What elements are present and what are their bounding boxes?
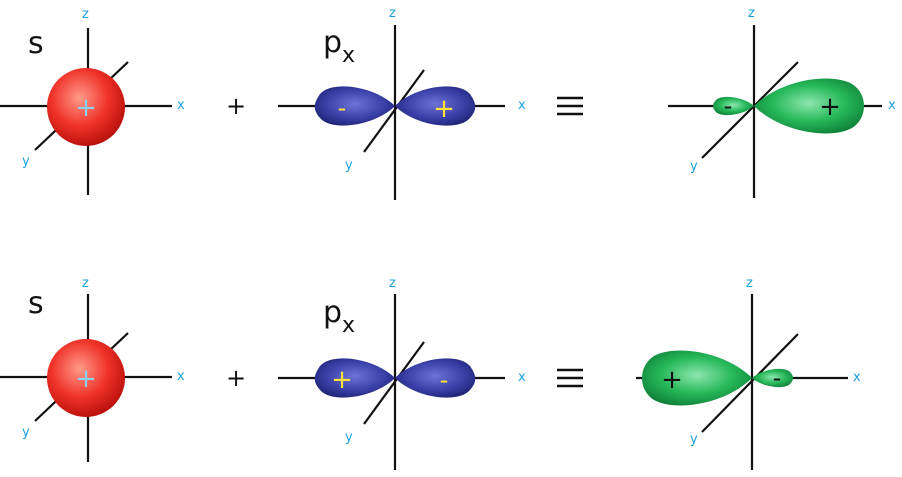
x-axis-label: x (853, 370, 861, 385)
hybrid-large-lobe (642, 350, 752, 406)
z-axis-label: z (389, 6, 396, 21)
p-orbital-group: px - + z x y (278, 6, 526, 200)
s-orbital-label: s (28, 26, 44, 61)
y-axis (701, 333, 799, 433)
p-orbital-left-lobe (314, 358, 395, 398)
x-axis-label: x (177, 369, 185, 384)
y-axis-label: y (345, 158, 353, 173)
p-left-sign: - (338, 94, 347, 122)
equivalence-sign (557, 368, 583, 388)
s-orbital-label: s (28, 286, 44, 321)
plus-sign: + (226, 364, 246, 392)
y-axis-label: y (22, 154, 30, 169)
x-axis-label: x (518, 370, 526, 385)
y-axis-label: y (690, 159, 698, 174)
hybrid-large-sign: + (661, 365, 683, 395)
x-axis-label: x (888, 98, 896, 113)
hybrid-large-sign: + (819, 92, 841, 122)
hybrid-small-sign: - (773, 364, 782, 392)
s-sign: + (75, 364, 97, 394)
sp-hybrid-orbital-group: - + z x y (668, 6, 896, 198)
p-orbital-group: px + - z x y (278, 276, 526, 470)
y-axis-label: y (690, 432, 698, 447)
s-orbital-group: s + z x y (0, 7, 185, 195)
sp-hybrid-orbital-group: + - z x y (636, 276, 861, 470)
x-axis-label: x (518, 98, 526, 113)
row-2: s + z x y + px + - z x y (0, 276, 861, 470)
y-axis (363, 341, 425, 425)
s-orbital-sphere (47, 339, 125, 417)
hybrid-small-lobe (752, 368, 793, 388)
y-axis-label: y (22, 425, 30, 440)
hybrid-small-sign: - (724, 92, 733, 120)
s-sign: + (75, 93, 97, 123)
z-axis-label: z (746, 276, 753, 291)
p-orbital-label: px (323, 295, 355, 338)
y-axis-label: y (345, 430, 353, 445)
p-right-sign: + (433, 94, 455, 124)
p-orbital-left-lobe (314, 86, 395, 126)
z-axis-label: z (82, 7, 89, 22)
p-orbital-label: px (323, 25, 355, 68)
row-1: s + z x y + px - + z x y (0, 6, 896, 200)
p-orbital-right-lobe (395, 358, 476, 398)
equivalence-sign (557, 96, 583, 116)
p-left-sign: + (331, 365, 353, 395)
z-axis-label: z (748, 6, 755, 21)
p-orbital-right-lobe (395, 86, 476, 126)
s-orbital-sphere (47, 68, 125, 146)
plus-sign: + (226, 92, 246, 120)
hybrid-small-lobe (713, 96, 754, 116)
y-axis (701, 61, 799, 159)
s-orbital-group: s + z x y (0, 276, 185, 462)
y-axis (363, 69, 425, 153)
z-axis-label: z (82, 276, 89, 291)
p-right-sign: - (440, 366, 449, 394)
z-axis-label: z (389, 276, 396, 291)
hybrid-large-lobe (754, 78, 864, 134)
x-axis-label: x (177, 98, 185, 113)
